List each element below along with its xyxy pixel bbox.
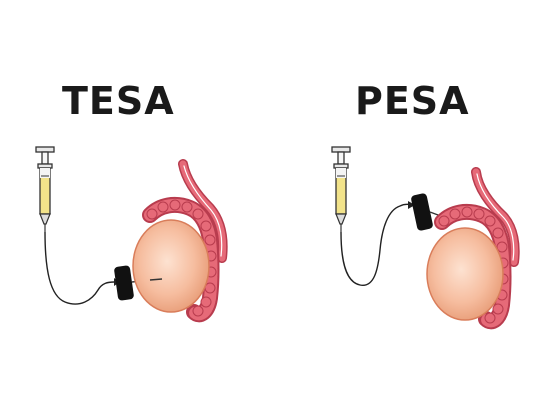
pesa-syringe — [331, 146, 351, 232]
tesa-tubing — [44, 231, 115, 305]
pesa-testis — [426, 227, 504, 321]
pesa-label: PESA — [355, 79, 470, 123]
pesa-needle-hub — [411, 193, 433, 231]
tesa-panel — [35, 146, 228, 323]
pesa-epididymis — [434, 203, 512, 330]
tesa-label: TESA — [62, 79, 175, 123]
pesa-panel — [331, 146, 520, 330]
pesa-tubing — [340, 203, 413, 286]
tesa-syringe — [35, 146, 55, 232]
tesa-needle-hub — [114, 265, 134, 301]
tesa-testis — [132, 219, 210, 313]
